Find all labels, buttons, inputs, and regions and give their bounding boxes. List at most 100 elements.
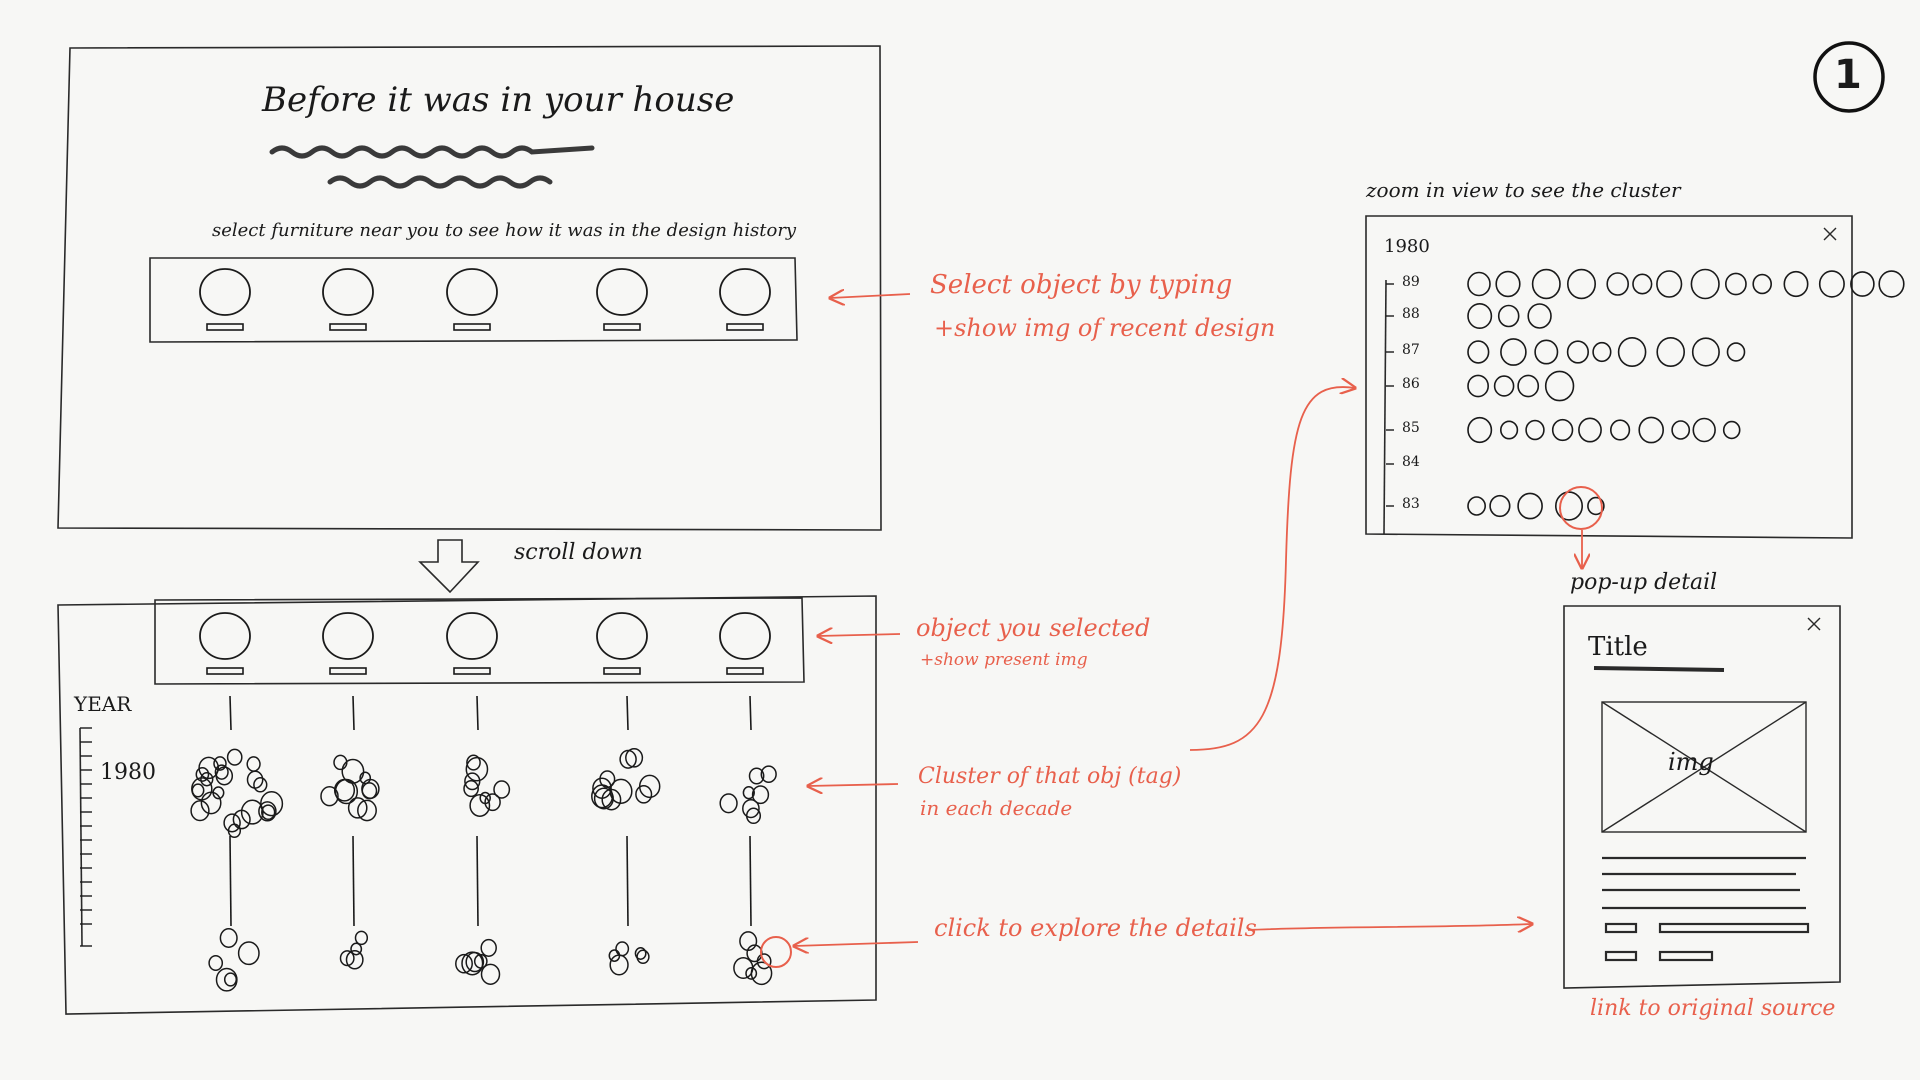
cluster-item-icon[interactable] [463,780,479,798]
cluster-item-icon[interactable] [226,748,243,766]
zoom-cluster-item-icon[interactable] [1497,304,1520,328]
zoom-cluster-item-icon[interactable] [1818,270,1845,298]
cluster-item-icon[interactable] [333,754,348,771]
cluster-item-icon[interactable] [625,747,644,768]
zoom-cluster-item-icon[interactable] [1531,268,1561,300]
cluster-item-icon[interactable] [223,813,241,833]
zoom-cluster-item-icon[interactable] [1467,416,1493,444]
cluster-item-icon[interactable] [601,788,622,811]
cluster-item-icon[interactable] [480,938,497,957]
zoom-cluster-item-icon[interactable] [1592,341,1612,363]
furniture-selector-box[interactable] [149,257,798,343]
zoom-cluster-item-icon[interactable] [1632,273,1653,295]
cluster-item-icon[interactable] [240,799,264,825]
cluster-item-icon[interactable] [237,941,260,966]
cluster-item-icon[interactable] [261,804,276,821]
popup-link-note[interactable]: link to original source [1590,996,1836,1021]
zoom-highlight-circle[interactable] [1559,486,1603,530]
cluster-item-icon[interactable] [200,771,214,787]
popup-close-icon[interactable] [1807,617,1821,631]
cluster-item-icon[interactable] [465,951,485,973]
cluster-item-icon[interactable] [733,956,754,980]
furniture-thumbnail-icon[interactable] [199,268,251,316]
furniture-thumbnail-icon[interactable] [446,612,498,660]
cluster-item-icon[interactable] [198,756,220,780]
furniture-thumbnail-icon[interactable] [446,268,498,316]
cluster-item-icon[interactable] [756,953,772,970]
zoom-cluster-item-icon[interactable] [1606,272,1629,296]
zoom-cluster-item-icon[interactable] [1690,268,1720,300]
cluster-item-icon[interactable] [345,950,364,970]
zoom-cluster-item-icon[interactable] [1493,375,1515,397]
cluster-item-icon[interactable] [742,786,755,800]
zoom-cluster-item-icon[interactable] [1527,303,1552,329]
zoom-cluster-item-icon[interactable] [1850,271,1875,297]
cluster-item-icon[interactable] [341,758,365,784]
furniture-thumbnail-icon[interactable] [322,612,374,660]
zoom-cluster-item-icon[interactable] [1722,420,1741,440]
zoom-cluster-item-icon[interactable] [1691,337,1720,367]
zoom-cluster-item-icon[interactable] [1555,491,1584,521]
zoom-cluster-item-icon[interactable] [1578,417,1602,443]
cluster-item-icon[interactable] [609,954,629,976]
zoom-cluster-item-icon[interactable] [1566,340,1589,364]
zoom-cluster-item-icon[interactable] [1467,374,1490,398]
zoom-cluster-item-icon[interactable] [1878,270,1905,298]
cluster-item-icon[interactable] [760,765,777,784]
cluster-item-icon[interactable] [464,772,481,791]
zoom-cluster-item-icon[interactable] [1671,420,1691,440]
furniture-thumbnail-icon[interactable] [596,612,648,660]
cluster-item-icon[interactable] [359,771,372,785]
cluster-item-icon[interactable] [246,756,261,772]
zoom-cluster-item-icon[interactable] [1725,272,1747,296]
zoom-cluster-item-icon[interactable] [1656,270,1683,298]
zoom-cluster-item-icon[interactable] [1638,416,1664,444]
cluster-item-icon[interactable] [212,786,225,800]
zoom-cluster-item-icon[interactable] [1567,268,1597,300]
close-icon[interactable] [1823,227,1837,241]
cluster-item-icon[interactable] [357,799,377,822]
cluster-item-icon[interactable] [466,754,481,771]
cluster-item-icon[interactable] [465,756,489,782]
cluster-item-icon[interactable] [480,963,501,985]
cluster-item-icon[interactable] [191,777,213,801]
furniture-thumbnail-icon[interactable] [322,268,374,316]
zoom-cluster-item-icon[interactable] [1489,494,1511,518]
cluster-item-icon[interactable] [354,930,369,946]
cluster-item-icon[interactable] [599,770,616,788]
cluster-item-icon[interactable] [745,966,758,980]
cluster-item-icon[interactable] [484,793,501,812]
zoom-cluster-item-icon[interactable] [1467,302,1493,329]
zoom-cluster-item-icon[interactable] [1551,418,1574,442]
cluster-item-icon[interactable] [347,797,368,819]
zoom-cluster-item-icon[interactable] [1517,492,1543,520]
cluster-item-icon[interactable] [739,931,758,952]
cluster-item-icon[interactable] [455,953,473,974]
cluster-item-icon[interactable] [232,809,251,830]
clicked-item-highlight[interactable] [760,936,792,968]
furniture-thumbnail-icon[interactable] [596,268,648,316]
zoom-cluster-item-icon[interactable] [1609,419,1631,441]
zoom-cluster-item-icon[interactable] [1467,496,1487,516]
zoom-cluster-item-icon[interactable] [1587,496,1605,516]
zoom-cluster-item-icon[interactable] [1692,417,1716,443]
cluster-item-icon[interactable] [593,787,614,810]
zoom-cluster-item-icon[interactable] [1783,270,1809,298]
cluster-item-icon[interactable] [742,798,760,819]
cluster-item-icon[interactable] [469,794,491,817]
furniture-thumbnail-icon[interactable] [199,612,251,660]
cluster-item-icon[interactable] [339,950,355,967]
cluster-item-icon[interactable] [751,785,770,805]
cluster-item-icon[interactable] [215,967,238,992]
cluster-item-icon[interactable] [219,928,238,948]
cluster-item-icon[interactable] [493,780,511,799]
cluster-item-icon[interactable] [634,947,647,960]
decade-clusters[interactable] [190,747,777,992]
cluster-item-icon[interactable] [320,786,339,807]
cluster-item-icon[interactable] [615,941,630,957]
selected-objects-items[interactable] [199,612,771,675]
cluster-item-icon[interactable] [214,764,229,780]
zoom-cluster-item-icon[interactable] [1656,336,1685,367]
zoom-cluster-item-icon[interactable] [1467,340,1490,364]
cluster-item-icon[interactable] [223,972,238,987]
